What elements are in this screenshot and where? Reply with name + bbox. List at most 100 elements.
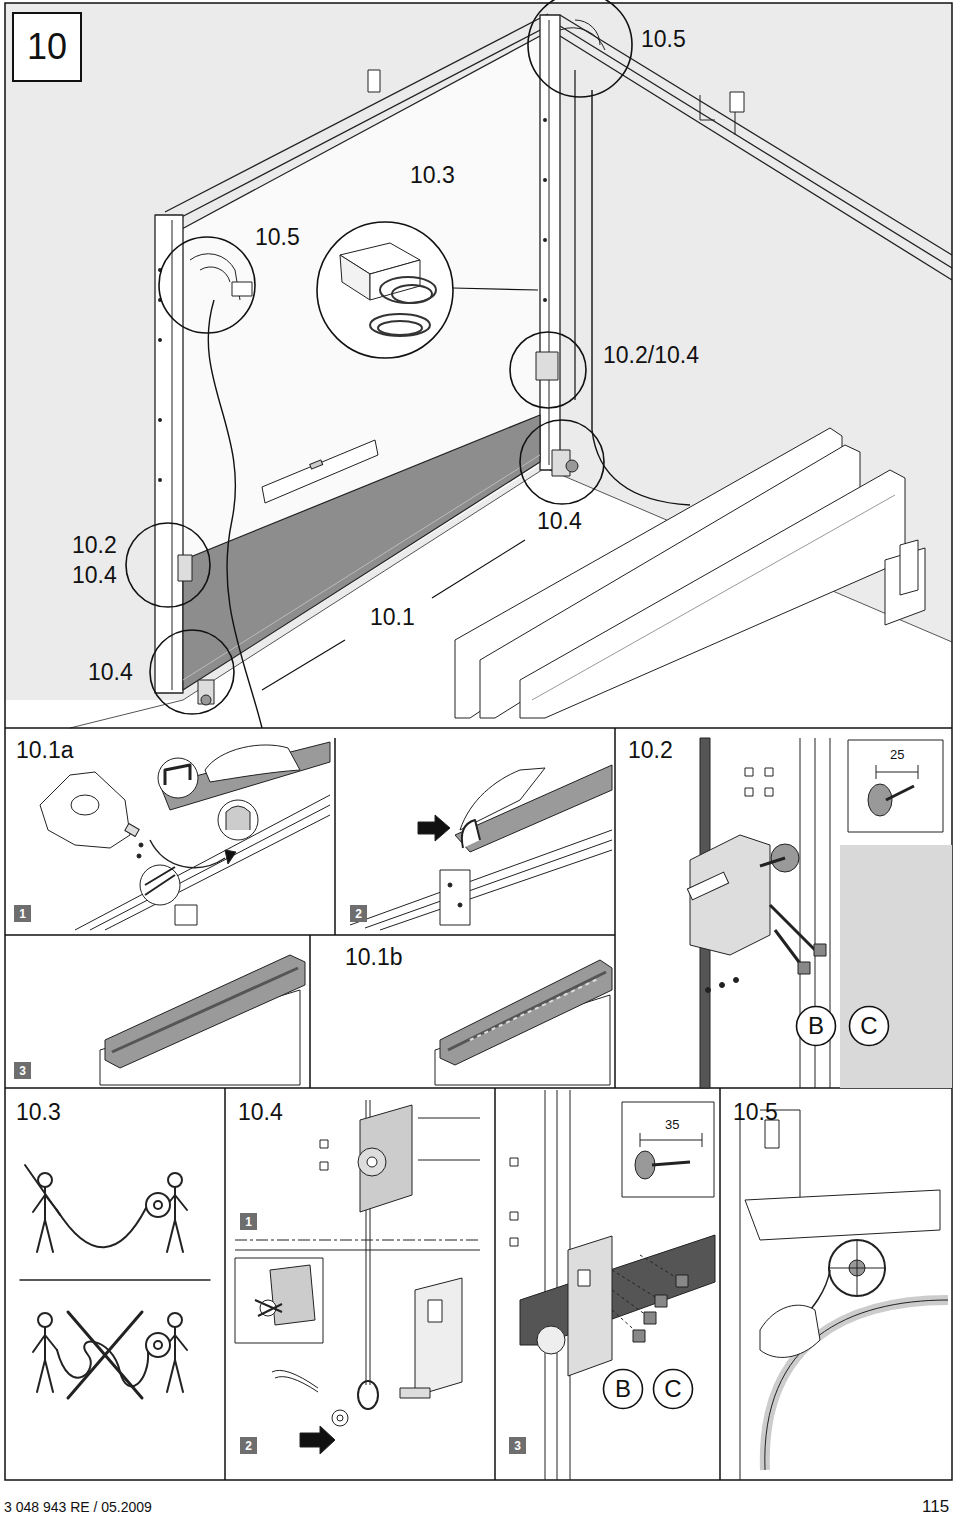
garage-scene-part	[370, 314, 430, 336]
cable-handling-part	[20, 1279, 210, 1281]
label-text: 10.1	[370, 604, 415, 630]
garage-scene-part	[540, 15, 560, 470]
garage-scene-part	[232, 282, 252, 296]
cable-handling-part	[57, 1342, 148, 1387]
roller-step-part	[676, 1275, 688, 1287]
sealant-step-part	[225, 850, 236, 864]
cable-bracket-step-part	[272, 1370, 318, 1392]
roller-step-part	[537, 1326, 565, 1354]
roller-step-part	[622, 1102, 714, 1197]
substep-badge: 1	[240, 1213, 257, 1230]
label-text: 35	[665, 1117, 679, 1132]
garage-scene-part	[208, 300, 262, 728]
roller-step-part	[612, 1255, 680, 1335]
hinge-step-part	[687, 872, 728, 900]
callout-number: 10.2/10.4	[603, 343, 699, 368]
sealant-step	[40, 742, 330, 930]
cable-handling-part-part	[168, 1173, 182, 1187]
cable-handling-part	[33, 1173, 57, 1252]
cable-bracket-step-part	[358, 1148, 386, 1176]
callout-number: 10.5	[255, 225, 300, 250]
sealant-step-part	[175, 905, 197, 925]
garage-scene-part	[453, 288, 538, 290]
callout-number: 10.3	[16, 1100, 61, 1125]
label-text: 3 048 943 RE / 05.2009	[4, 1499, 152, 1515]
cable-handling-part-part	[33, 1327, 57, 1392]
cable-bracket-step-part	[235, 1258, 323, 1343]
document-number: 3 048 943 RE / 05.2009	[4, 1500, 152, 1515]
panel-frames-part	[5, 3, 952, 1480]
label-text: 10.2	[72, 532, 117, 558]
callout-number: 10.4	[72, 563, 117, 588]
garage-scene-part-part	[520, 420, 604, 504]
garage-scene-part	[520, 470, 905, 718]
garage-scene-part-part	[510, 332, 586, 408]
garage-scene-part	[536, 352, 558, 380]
profile-section-part	[440, 960, 612, 1065]
substep-badge: 2	[240, 1437, 257, 1454]
label-text: 10.5	[641, 26, 686, 52]
garage-scene-part-part	[528, 0, 632, 97]
garage-scene-part-part	[158, 478, 162, 482]
pulley-step	[740, 1110, 948, 1480]
cable-bracket-step	[235, 1100, 480, 1454]
garage-scene-part-part	[126, 523, 210, 607]
garage-scene-part	[574, 70, 575, 400]
roller-step-part	[655, 1295, 667, 1307]
substep-badge: 1	[14, 905, 31, 922]
fastener-circle: C	[652, 1368, 694, 1410]
callout-number: 10.3	[410, 163, 455, 188]
sealant-step-part	[150, 840, 225, 868]
garage-scene-part	[560, 15, 952, 280]
fastener-circle: B	[602, 1368, 644, 1410]
callout-number: 10.1a	[16, 738, 74, 763]
callout-number: 10.5	[641, 27, 686, 52]
label-text: 10.4	[88, 659, 133, 685]
substep-number: 1	[245, 1216, 252, 1228]
cable-bracket-step-part	[428, 1300, 442, 1322]
panel-frames-part	[224, 1088, 226, 1480]
panel-frames-part	[334, 738, 336, 935]
sealant-step-part	[140, 865, 180, 905]
callout-number: 10.5	[733, 1100, 778, 1125]
substep-badge: 3	[14, 1062, 31, 1079]
step-number-box: 10	[12, 12, 82, 82]
fastener-circle: C	[848, 1005, 890, 1047]
garage-scene-part	[262, 540, 525, 690]
substep-badge: 2	[350, 905, 367, 922]
callout-number: 10.4	[238, 1100, 283, 1125]
cable-handling-part	[146, 1193, 170, 1217]
garage-scene-part	[5, 3, 952, 728]
label-text: 10.3	[410, 162, 455, 188]
garage-scene-part	[310, 460, 323, 469]
callout-number: 10.1b	[345, 945, 403, 970]
hinge-step-part	[734, 978, 739, 983]
sealant-step-part	[71, 795, 99, 815]
cable-handling-part	[68, 1312, 142, 1398]
sealant-step-part	[137, 854, 141, 858]
cable-bracket-step-part	[235, 1240, 480, 1241]
pulley-step-part	[829, 1240, 885, 1296]
cable-handling-part	[154, 1201, 162, 1209]
roller-step-part	[557, 1090, 558, 1480]
roller-step-part	[652, 1162, 690, 1165]
insert-step-part	[418, 815, 450, 841]
callout-number: 35	[665, 1118, 679, 1132]
cable-handling-part	[33, 1313, 57, 1392]
roller-step-part	[633, 1330, 645, 1342]
garage-scene-part	[730, 92, 744, 112]
garage-scene-part	[380, 277, 436, 303]
circle-outline	[604, 1370, 643, 1409]
hinge-step-part	[706, 988, 711, 993]
garage-scene	[5, 0, 952, 728]
roller-step-part	[510, 1158, 518, 1166]
sealant-step-part	[139, 843, 143, 847]
sealant-step-part	[205, 745, 300, 782]
fastener-letter: C	[860, 1014, 877, 1038]
profile-section-part	[112, 968, 298, 1052]
circle-outline	[797, 1007, 836, 1046]
callout-number: 10.4	[88, 660, 133, 685]
sealant-step-part	[218, 800, 258, 840]
pulley-step-part	[745, 1190, 940, 1240]
